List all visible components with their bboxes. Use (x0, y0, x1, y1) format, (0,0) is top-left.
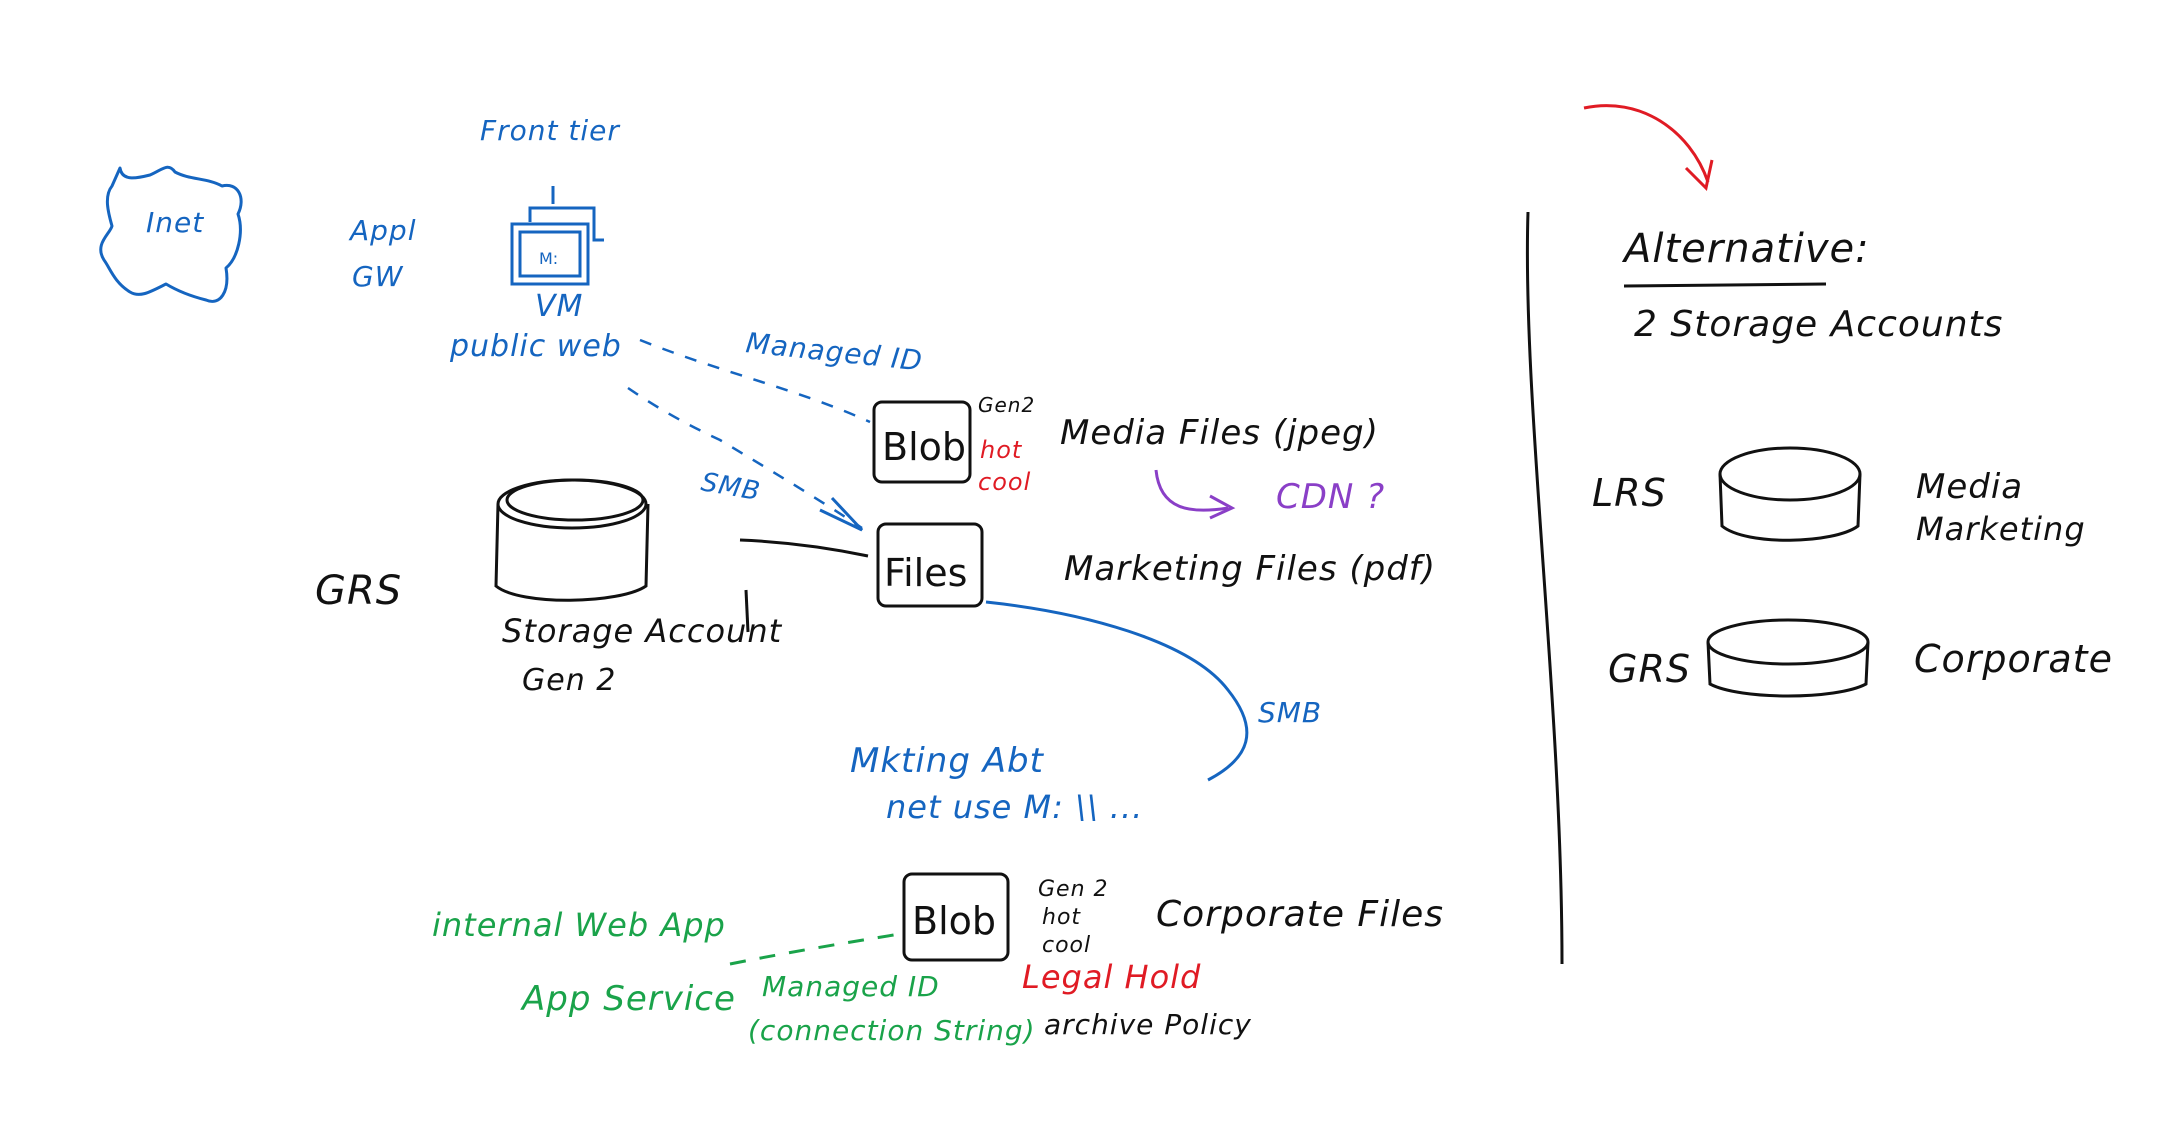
storage-gen2-label: Gen 2 (522, 663, 616, 698)
grs-left-label: GRS (315, 568, 402, 614)
managed-id-dashed-connector (639, 338, 871, 424)
managed-id-green-label: Managed ID (762, 970, 940, 1003)
inet-cloud-shape (99, 165, 243, 303)
smb-right-label: SMB (1258, 696, 1322, 729)
mkting-abt-label: Mkting Abt (850, 741, 1045, 781)
appl-gw-label-line2: GW (352, 260, 404, 293)
app-service-label: App Service (520, 979, 736, 1019)
smb-arrow-head (819, 496, 864, 532)
corporate-files-label: Corporate Files (1156, 894, 1444, 935)
appl-gw-label-line1: Appl (348, 214, 416, 247)
marketing-label: Marketing (1916, 510, 2086, 548)
smb-upper-label: SMB (699, 467, 763, 507)
grs-cylinder (1706, 618, 1870, 698)
front-tier-label: Front tier (480, 114, 620, 147)
vm-icon (510, 186, 604, 286)
storage-account-cylinder (494, 478, 650, 602)
media-label: Media (1916, 467, 2023, 507)
blob-bottom-gen2-label: Gen 2 (1038, 877, 1109, 902)
smb-dashed-connector (627, 386, 863, 530)
internal-app-dashed-connector (729, 932, 901, 966)
corporate-label: Corporate (1914, 637, 2113, 681)
red-arrow-head (1684, 159, 1714, 192)
alternative-underline (1623, 282, 1827, 288)
storage-account-tick (744, 589, 750, 633)
blob-bottom-label: Blob (912, 899, 996, 943)
blob-top-gen2-label: Gen2 (978, 393, 1035, 417)
files-smb-curve (985, 600, 1249, 782)
net-use-label: net use M: \\ ... (886, 788, 1143, 826)
media-files-label: Media Files (jpeg) (1060, 413, 1379, 453)
managed-id-label: Managed ID (744, 326, 924, 377)
legal-hold-label: Legal Hold (1022, 958, 1201, 996)
archive-policy-label: archive Policy (1044, 1008, 1252, 1041)
vm-label: VM (535, 289, 583, 324)
blob-bottom-box (902, 872, 1010, 962)
lrs-cylinder (1718, 446, 1862, 542)
connection-string-label: (connection String) (748, 1014, 1036, 1047)
blob-bottom-hot-label: hot (1042, 905, 1081, 930)
storage-account-label: Storage Account (502, 612, 783, 650)
lrs-label: LRS (1592, 471, 1667, 515)
red-arrow (1583, 104, 1710, 183)
blob-bottom-cool-label: cool (1042, 933, 1091, 958)
two-storage-accounts-label: 2 Storage Accounts (1634, 304, 2003, 345)
files-label: Files (884, 551, 967, 595)
alternative-title: Alternative: (1621, 226, 1870, 272)
grs-right-label: GRS (1608, 647, 1691, 691)
public-web-label: public web (449, 329, 622, 364)
blob-top-box (872, 400, 972, 484)
cdn-arrow-head (1209, 494, 1236, 520)
marketing-files-label: Marketing Files (pdf) (1064, 549, 1436, 589)
blob-top-hot-label: hot (980, 436, 1023, 464)
cdn-arrow (1154, 469, 1229, 512)
cdn-label: CDN ? (1276, 477, 1385, 517)
inet-label: Inet (146, 206, 204, 239)
alternative-divider (1525, 211, 1564, 965)
blob-top-label: Blob (882, 425, 966, 469)
internal-web-app-label: internal Web App (432, 906, 726, 944)
files-box (876, 522, 984, 608)
blob-top-cool-label: cool (978, 468, 1031, 496)
vm-drive-label: M: (539, 249, 558, 268)
storage-to-files-connector (739, 538, 869, 558)
